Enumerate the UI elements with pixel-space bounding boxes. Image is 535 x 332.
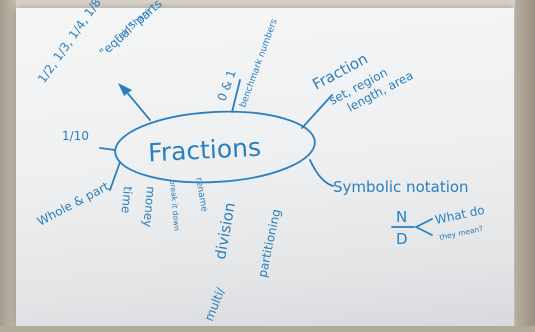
- line-fraction: [301, 94, 333, 129]
- table-edge-left: [0, 0, 16, 332]
- label-they-mean: they mean?: [439, 224, 484, 242]
- arrow-what-mean: [415, 218, 433, 236]
- label-examples-tenth: 1/10: [62, 129, 89, 143]
- label-partitioning: partitioning: [255, 208, 283, 279]
- label-whole-part: Whole & part: [35, 179, 112, 229]
- line-benchmark: [231, 79, 241, 113]
- chart-paper: [16, 8, 514, 326]
- arrowhead-fair-share: [118, 83, 132, 96]
- line-examples: [99, 147, 116, 151]
- table-edge-bottom: [0, 326, 535, 332]
- label-numerator: N: [396, 208, 407, 226]
- label-denominator: D: [396, 230, 408, 248]
- label-equal-parts: "equal" parts: [97, 0, 165, 60]
- label-division: division: [211, 201, 239, 261]
- center-label: Fractions: [147, 133, 261, 168]
- line-symbolic: [309, 159, 334, 187]
- line-whole-part: [109, 161, 121, 191]
- label-symbolic: Symbolic notation: [333, 178, 469, 196]
- center-oval: [114, 110, 316, 184]
- label-multi: multi/: [202, 285, 228, 323]
- label-money: money: [140, 186, 158, 228]
- label-break-it-down: break it down: [168, 179, 181, 231]
- label-benchmark: benchmark numbers: [238, 17, 279, 109]
- label-time: time: [119, 186, 135, 214]
- label-what-do: What do: [434, 203, 486, 227]
- label-examples: 1/2, 1/3, 1/4, 1/8: [35, 0, 104, 86]
- arrow-fair-share: [124, 89, 151, 121]
- table-edge-right: [515, 0, 535, 332]
